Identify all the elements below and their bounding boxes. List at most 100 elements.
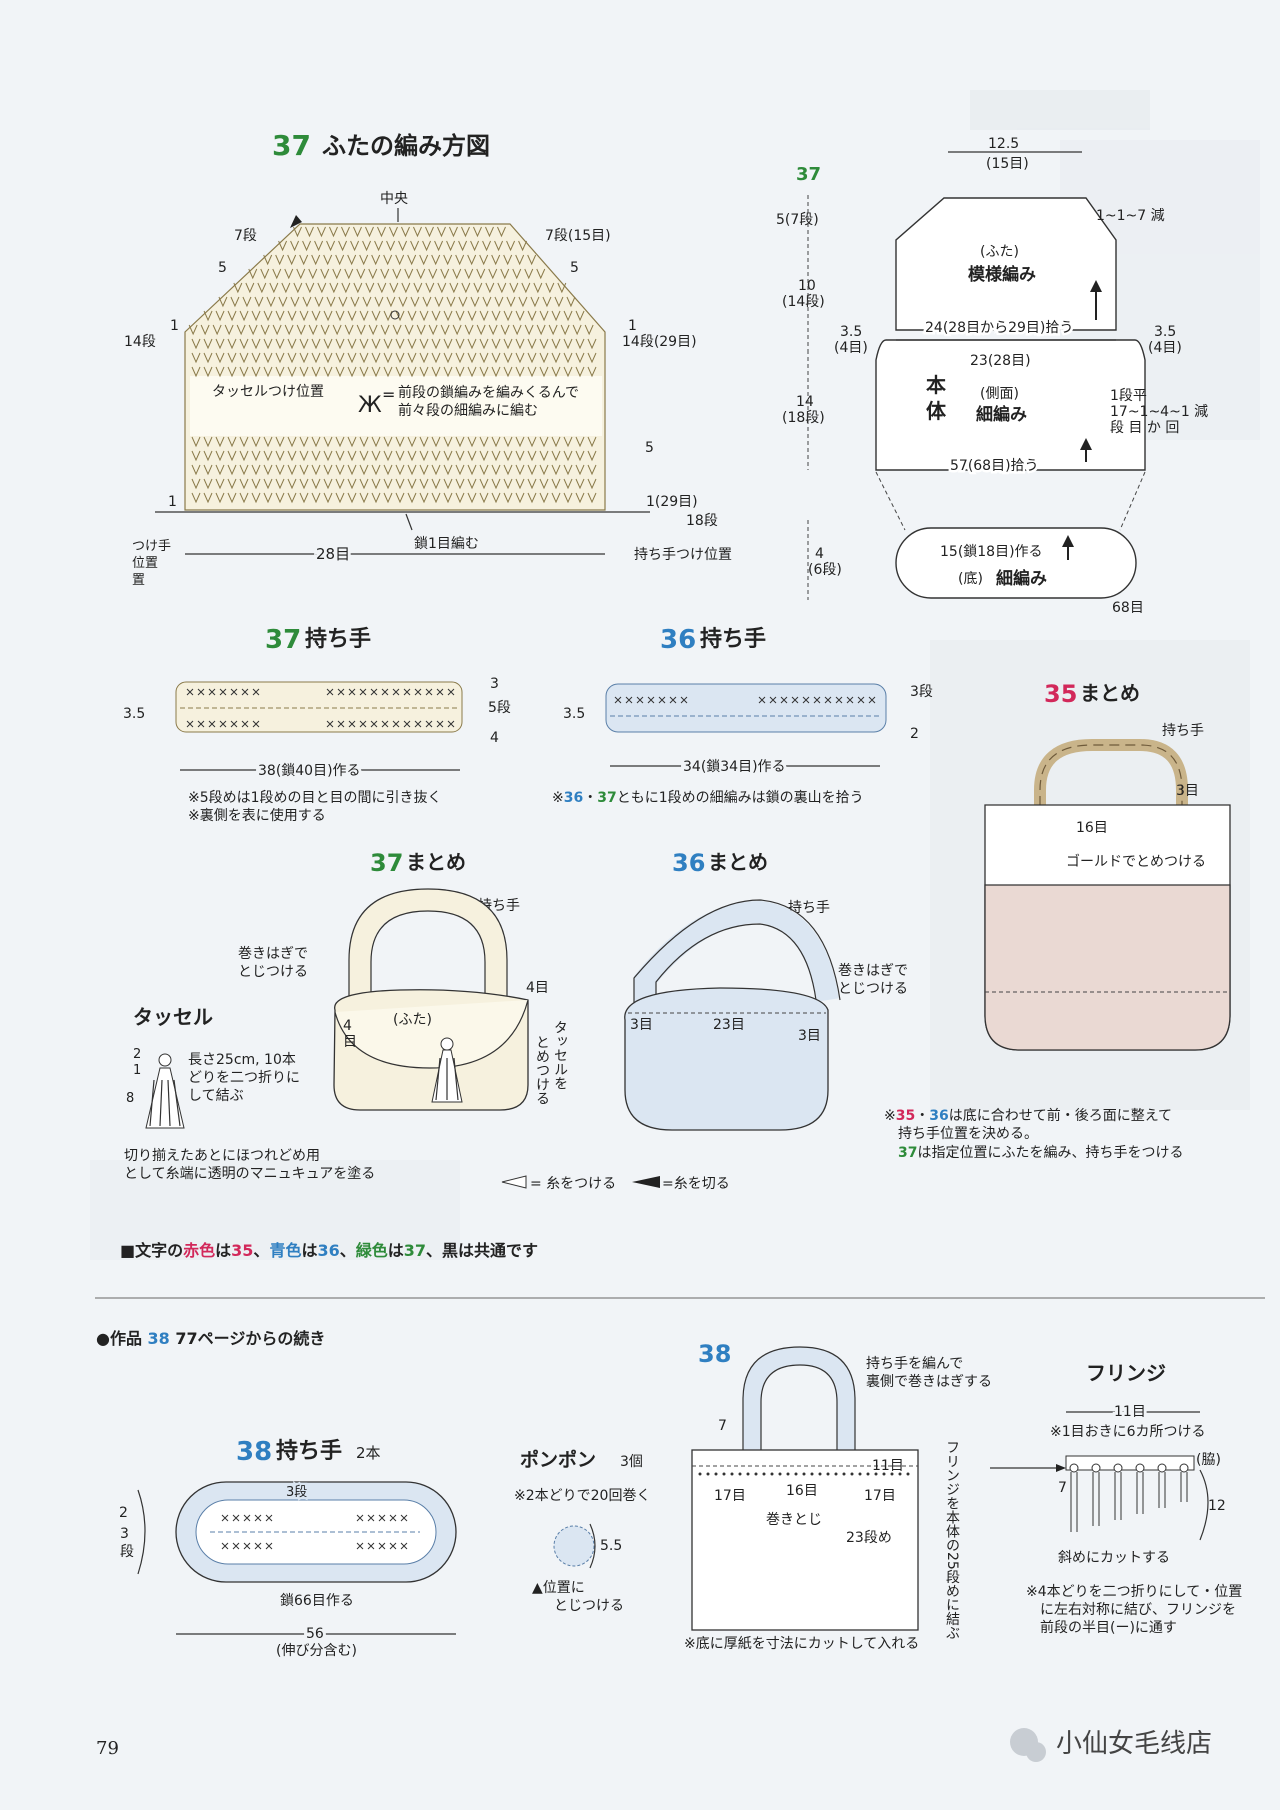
stitch-mark (347, 352, 357, 364)
stitch-mark (467, 478, 477, 490)
stitch-dot (906, 1472, 910, 1476)
stitch-mark (317, 226, 326, 238)
height-4a: 4 (815, 546, 824, 562)
stitch-mark (524, 324, 534, 336)
stitch-mark (335, 366, 345, 378)
stitch-mark (527, 254, 537, 266)
pompom-section: ポンポン 3個 ※2本どりで20回巻く 5.5 ▲位置に とじつける (514, 1448, 650, 1614)
stitch-mark (575, 366, 585, 378)
base-outline (895, 527, 1137, 599)
finishing-36: 36 まとめ 持ち手 巻きはぎで とじつける 3目 23目 3目 (624, 849, 908, 1131)
stitch-mark (395, 450, 405, 462)
stitch-mark (458, 240, 468, 252)
stitch-mark (506, 240, 516, 252)
stitch-mark (539, 366, 549, 378)
tassel-text-1: 長さ25cm, 10本 (188, 1052, 296, 1068)
stitch-mark (443, 436, 453, 448)
handle36-title: 持ち手 (700, 627, 766, 652)
page-number: 79 (96, 1738, 119, 1759)
handle36-row2: 2 (910, 726, 919, 742)
finish38-base-note: ※底に厚紙を寸法にカットして入れる (684, 1636, 919, 1652)
stitch-x (769, 696, 777, 704)
stitch-mark (371, 310, 381, 322)
stitch-mark (311, 310, 321, 322)
stitch-mark (491, 478, 501, 490)
stitch-mark (212, 324, 222, 336)
stitch-mark (503, 478, 513, 490)
handle-38: 38 持ち手 2本 3段 2 3 段 鎖66目作る 56 (伸び分含む) (119, 1437, 457, 1659)
stitch-mark (395, 492, 405, 504)
handle36-row3: 3段 (910, 684, 933, 700)
handle-37: 37 持ち手 3.5 3 5段 4 38(鎖40目)作る ※5段めは1段めの目と… (123, 625, 511, 824)
stitch-mark (317, 282, 327, 294)
stitch-mark (431, 338, 441, 350)
stitch-mark (452, 324, 462, 336)
stitch-mark (383, 254, 393, 266)
handle-attach-left-3: 置 (132, 573, 145, 588)
stitch-x (359, 720, 367, 728)
stitch-x (221, 1542, 229, 1550)
stitch-mark (557, 282, 567, 294)
stitch-dot (826, 1472, 830, 1476)
handle37-row5: 5段 (488, 700, 511, 716)
stitch-mark (587, 450, 597, 462)
stitch-x (389, 1514, 397, 1522)
stitch-mark (239, 436, 249, 448)
stitch-mark (260, 324, 270, 336)
stitch-mark (443, 478, 453, 490)
stitch-symbol: Ж (358, 393, 382, 418)
stitch-mark (239, 338, 249, 350)
handle37-height: 3.5 (123, 706, 145, 722)
body-main-label: 細編み (976, 404, 1027, 425)
fringe-title: フリンジ (1086, 1361, 1166, 1385)
stitch-mark (515, 492, 525, 504)
stitch-mark (335, 310, 345, 322)
stitch-mark (335, 450, 345, 462)
stitch-mark (395, 478, 405, 490)
stitch-mark (458, 296, 468, 308)
stitch-mark (503, 464, 513, 476)
tassel-title: タッセル (133, 1005, 213, 1029)
stitch-mark (482, 296, 492, 308)
stitch-mark (287, 464, 297, 476)
stitch-mark (563, 492, 573, 504)
handle38-make: 鎖66目作る (280, 1593, 354, 1609)
stitch-mark (491, 310, 501, 322)
stitch-mark (413, 282, 423, 294)
stitch-mark (374, 240, 384, 252)
stitch-mark (548, 324, 558, 336)
stitch-mark (545, 282, 555, 294)
stitch-mark (287, 492, 297, 504)
lid-outline (895, 197, 1117, 331)
stitch-mark (494, 296, 504, 308)
stitch-dot (850, 1472, 854, 1476)
stitch-mark (278, 240, 288, 252)
stitch-mark (467, 338, 477, 350)
stitch-mark (323, 464, 333, 476)
stitch-mark (191, 478, 201, 490)
stitch-mark (251, 478, 261, 490)
stitch-mark (551, 310, 561, 322)
stitch-mark (278, 296, 288, 308)
stitch-mark (479, 478, 489, 490)
stitch-mark (215, 478, 225, 490)
finish36-number: 36 (672, 849, 705, 877)
stitch-mark (488, 324, 498, 336)
stitch-mark (413, 226, 422, 238)
stitch-mark (188, 324, 198, 336)
stitch-mark (407, 492, 417, 504)
stitch-mark (455, 352, 465, 364)
stitch-mark (191, 352, 201, 364)
continuation-note: ●作品 38 77ページからの続き (96, 1329, 325, 1348)
stitch-mark (341, 282, 351, 294)
stitch-mark (215, 492, 225, 504)
stitch-mark (347, 492, 357, 504)
handle36-note: ※36・37ともに1段めの細編みは鎖の裏山を拾う (552, 789, 864, 806)
stitch-mark (563, 478, 573, 490)
pompom-count: 3個 (620, 1454, 643, 1470)
stitch-mark (323, 436, 333, 448)
stitch-mark (332, 324, 342, 336)
stitch-mark (587, 366, 597, 378)
stitch-x (846, 696, 854, 704)
lid-chart-37: 37 ふたの編み方図 中央 7段 7段(15目) 5 5 1 14段 1 14段… (124, 129, 732, 588)
